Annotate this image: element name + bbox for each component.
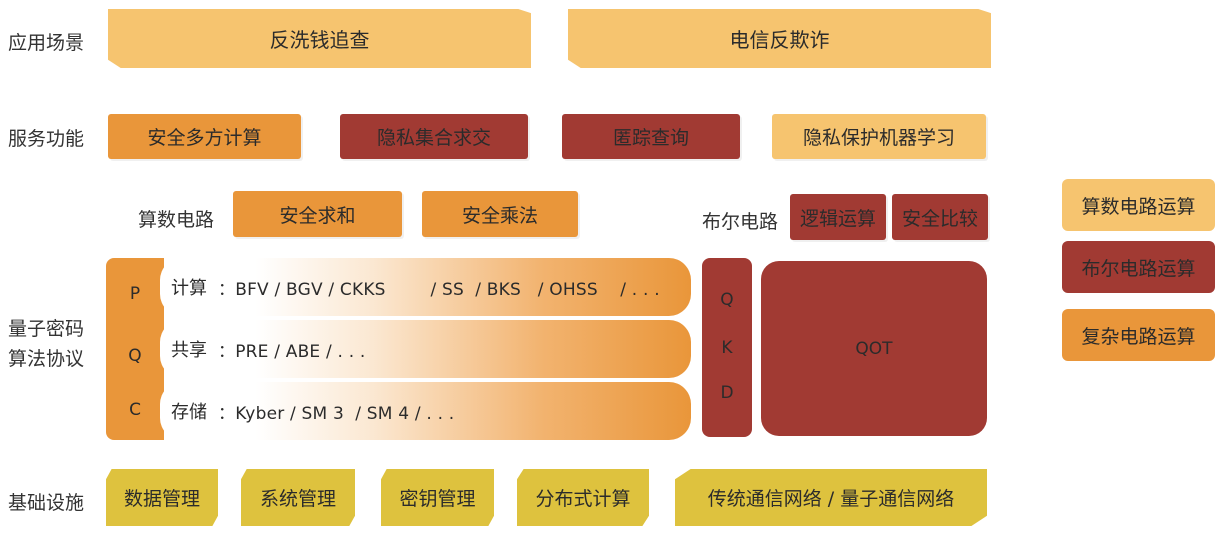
qkd-letter-d: D [720, 383, 734, 403]
scenario-label: 电信反欺诈 [729, 28, 830, 52]
service-label: 隐私集合求交 [376, 127, 491, 149]
legend-label: 算数电路运算 [1081, 195, 1196, 218]
service-label: 匿踪查询 [612, 127, 689, 149]
pqc-letter-q: Q [128, 346, 142, 366]
row-label-quantum-1: 量子密码 [8, 318, 85, 340]
pqc-category: 存储 [171, 402, 207, 423]
row-label-scenario: 应用场景 [8, 32, 85, 54]
infra-label: 分布式计算 [535, 488, 631, 510]
service-pir: 匿踪查询 [562, 114, 740, 159]
pqc-category: 共享 [171, 340, 207, 361]
legend-complex: 复杂电路运算 [1062, 309, 1215, 361]
qot-block: QOT [761, 261, 987, 436]
service-label: 安全多方计算 [147, 127, 262, 149]
legend-label: 复杂电路运算 [1081, 325, 1196, 348]
infra-label: 密钥管理 [399, 488, 476, 510]
service-label: 隐私保护机器学习 [802, 127, 955, 149]
arith-item-label: 安全求和 [279, 204, 356, 227]
pqc-row-storage: 存储 ：Kyber / SM 3 / SM 4 / . . . [160, 382, 691, 440]
qkd-block [702, 258, 752, 437]
infra-system-management: 系统管理 [241, 469, 355, 526]
pqc-column [106, 258, 164, 440]
scenario-anti-money-laundering: 反洗钱追查 [108, 9, 531, 68]
boolean-circuit-label: 布尔电路 [702, 211, 779, 233]
qkd-letter-q: Q [720, 290, 734, 310]
infra-key-management: 密钥管理 [381, 469, 494, 526]
pqc-algorithms: ：BFV / BGV / CKKS / SS / BKS / OHSS / . … [218, 279, 660, 300]
pqc-category: 计算 [171, 278, 207, 299]
secure-multiplication: 安全乘法 [422, 191, 578, 237]
legend-label: 布尔电路运算 [1081, 257, 1196, 280]
service-ppml: 隐私保护机器学习 [772, 114, 986, 159]
row-label-infra: 基础设施 [8, 492, 85, 514]
row-label-service: 服务功能 [8, 128, 85, 150]
legend-boolean: 布尔电路运算 [1062, 241, 1215, 293]
logic-operation: 逻辑运算 [790, 194, 886, 240]
legend-arith: 算数电路运算 [1062, 179, 1215, 231]
scenario-telecom-anti-fraud: 电信反欺诈 [568, 9, 991, 68]
boolean-item-label: 逻辑运算 [799, 207, 876, 230]
pqc-row-compute: 计算 ：BFV / BGV / CKKS / SS / BKS / OHSS /… [160, 258, 691, 316]
pqc-letter-p: P [129, 284, 141, 304]
infra-distributed-computing: 分布式计算 [517, 469, 649, 526]
arith-item-label: 安全乘法 [461, 204, 538, 227]
pqc-letter-c: C [129, 400, 141, 420]
infra-data-management: 数据管理 [106, 469, 218, 526]
secure-sum: 安全求和 [233, 191, 402, 237]
infra-label: 系统管理 [259, 488, 336, 510]
boolean-item-label: 安全比较 [901, 207, 978, 230]
service-mpc: 安全多方计算 [108, 114, 301, 159]
service-psi: 隐私集合求交 [340, 114, 528, 159]
infra-networks: 传统通信网络 / 量子通信网络 [675, 469, 987, 526]
pqc-algorithms: ：PRE / ABE / . . . [218, 341, 366, 362]
scenario-label: 反洗钱追查 [269, 28, 370, 52]
arith-circuit-label: 算数电路 [138, 209, 215, 231]
infra-label: 数据管理 [123, 488, 200, 510]
secure-comparison: 安全比较 [892, 194, 988, 240]
qot-label: QOT [855, 338, 893, 359]
pqc-algorithms: ：Kyber / SM 3 / SM 4 / . . . [218, 403, 455, 424]
row-label-quantum-2: 算法协议 [8, 348, 85, 370]
qkd-letter-k: K [721, 338, 733, 358]
pqc-row-share: 共享 ：PRE / ABE / . . . [160, 320, 691, 378]
infra-label: 传统通信网络 / 量子通信网络 [707, 488, 955, 510]
